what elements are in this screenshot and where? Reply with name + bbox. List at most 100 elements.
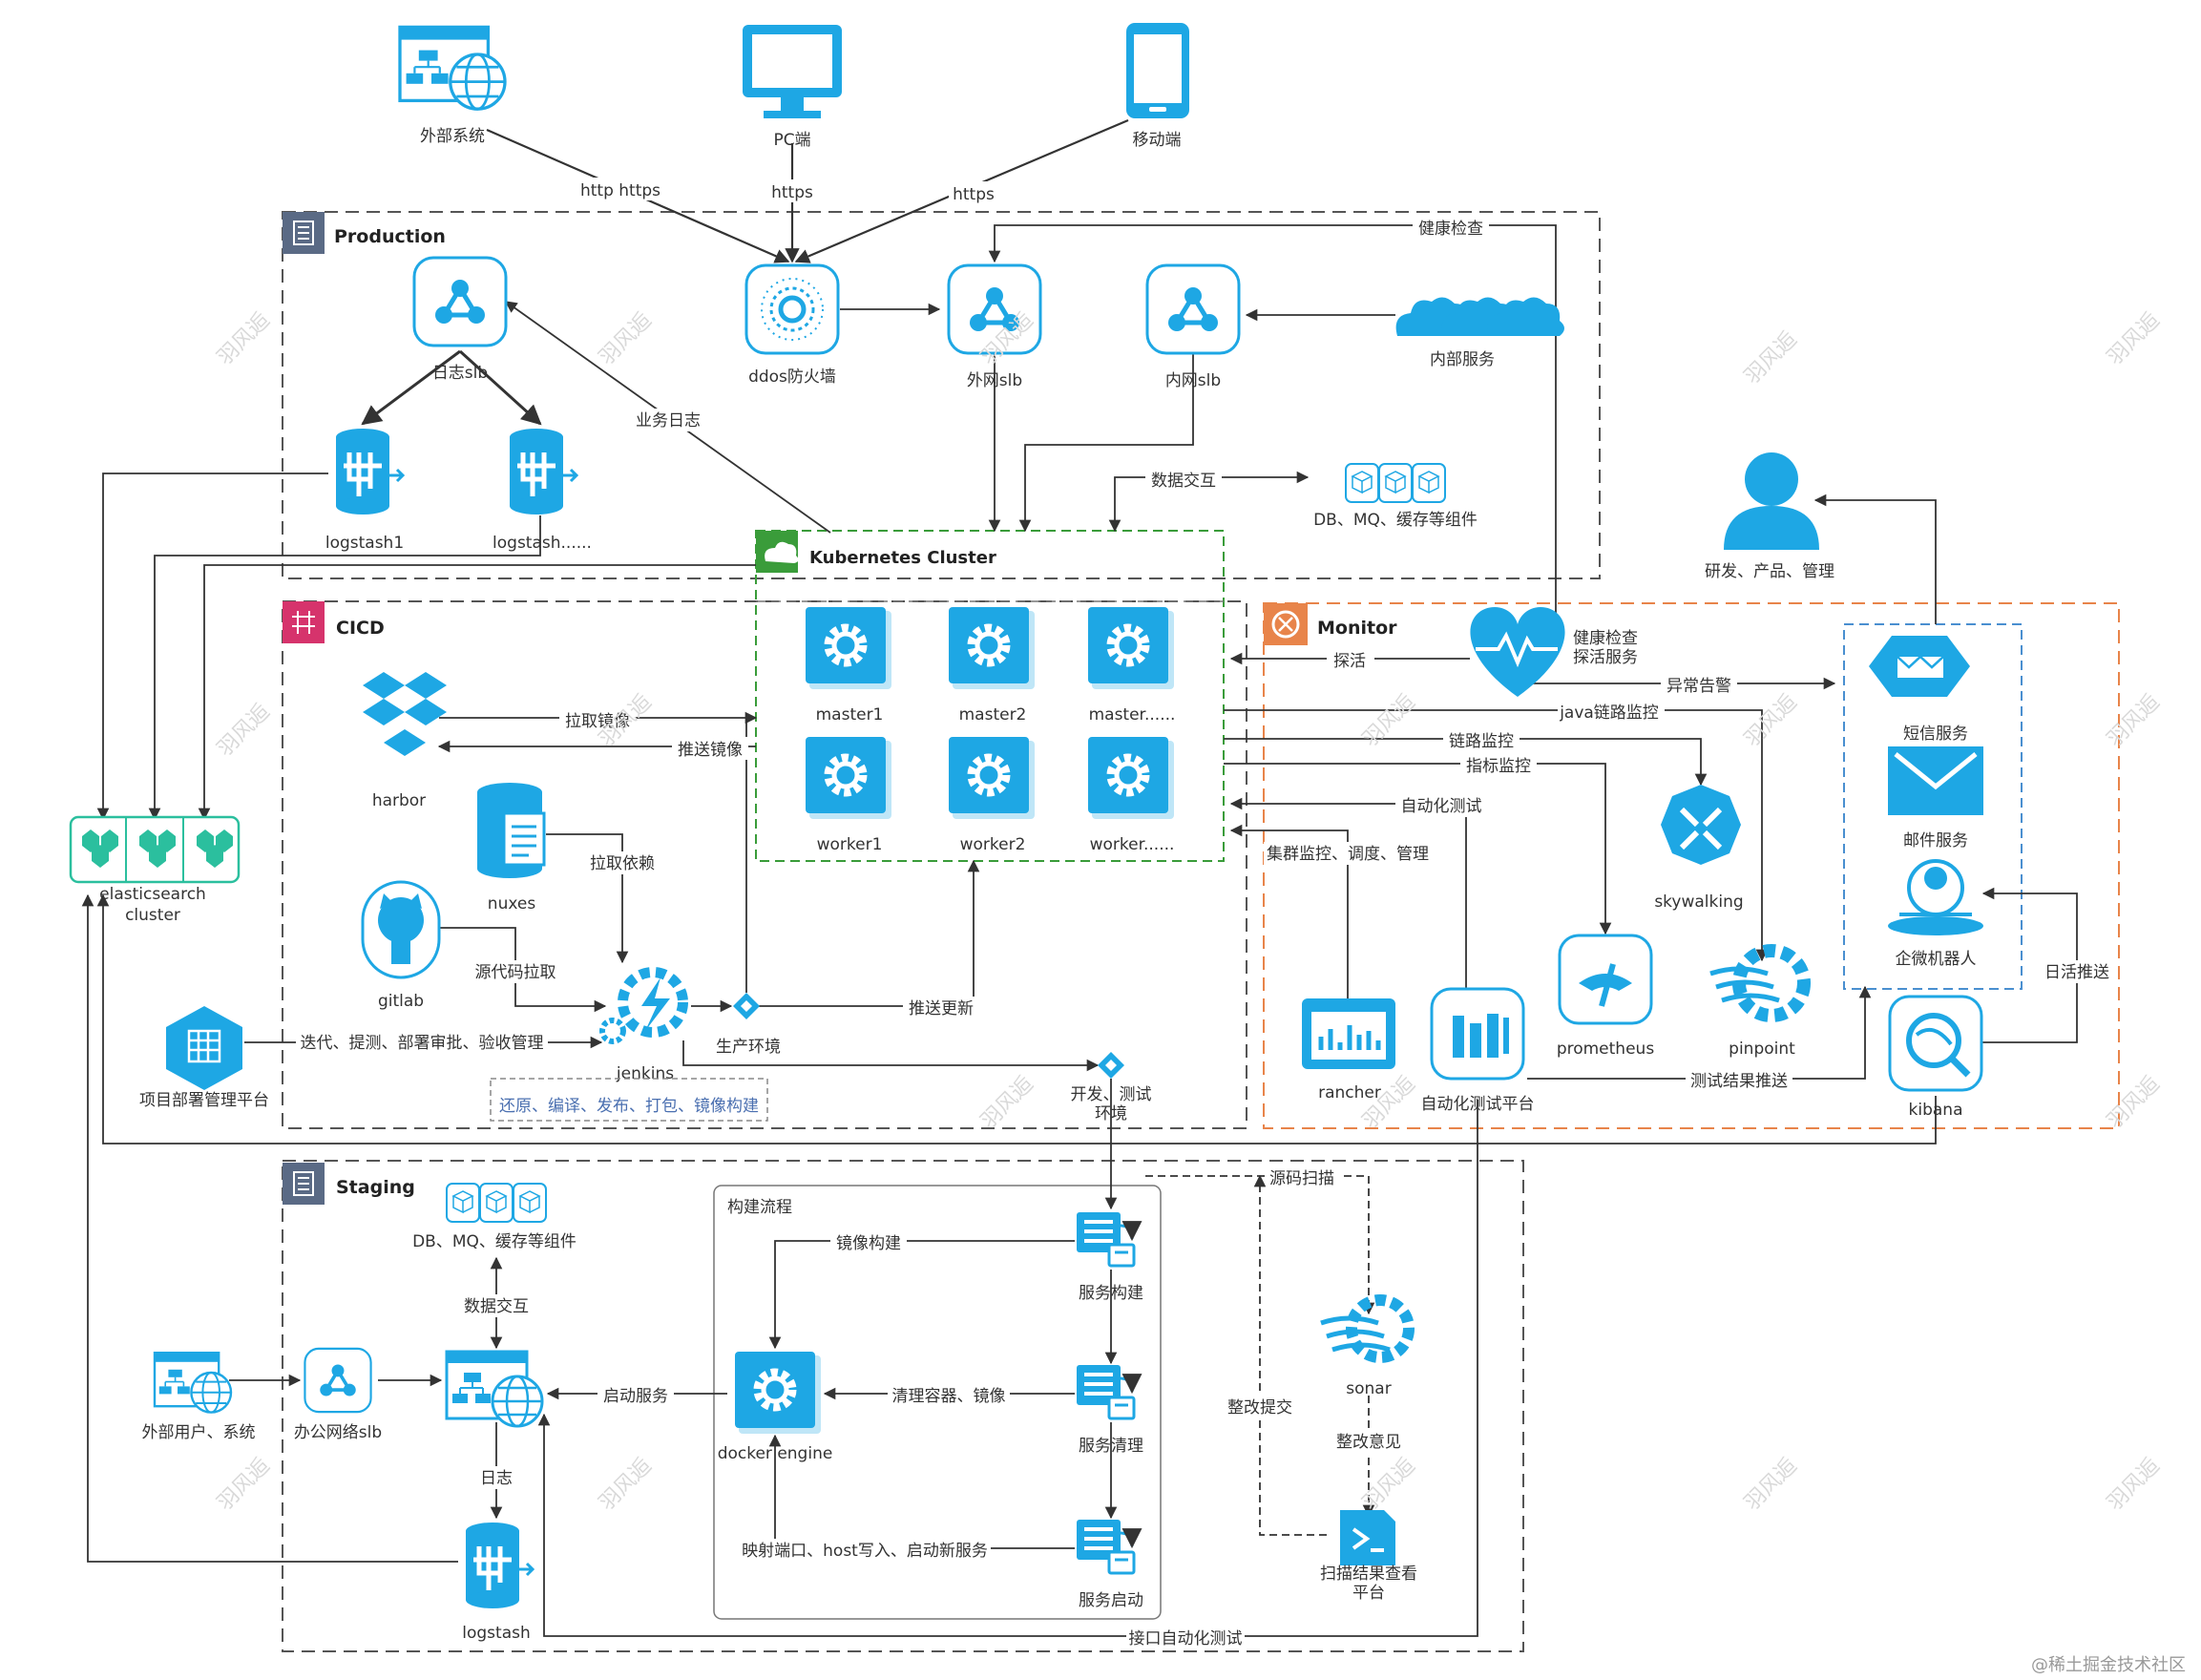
watermark-12: 羽风逅 bbox=[1358, 1072, 1419, 1133]
label-api-test: 接口自动化测试 bbox=[1129, 1629, 1243, 1648]
svc-build-icon[interactable] bbox=[1077, 1212, 1134, 1266]
worker2-icon[interactable] bbox=[949, 737, 1035, 819]
worker1-label: worker1 bbox=[817, 835, 883, 854]
label-stg-data-exchange: 数据交互 bbox=[464, 1297, 529, 1316]
int-slb-icon[interactable] bbox=[1147, 265, 1239, 353]
master2-icon[interactable] bbox=[949, 607, 1035, 689]
skywalking-label: skywalking bbox=[1654, 892, 1743, 912]
label-http-https: http https bbox=[580, 181, 660, 200]
sonar-icon[interactable] bbox=[1320, 1294, 1415, 1363]
watermark-16: 羽风逅 bbox=[1358, 1454, 1419, 1515]
elasticsearch-cluster-icon[interactable] bbox=[69, 815, 241, 884]
prometheus-label: prometheus bbox=[1557, 1040, 1655, 1059]
internal-service-cloud-icon[interactable] bbox=[1395, 297, 1564, 336]
jenkins-steps-label: 还原、编译、发布、打包、镜像构建 bbox=[499, 1097, 759, 1116]
deploy-platform-hex-icon[interactable] bbox=[166, 1006, 242, 1090]
docker-engine-icon[interactable] bbox=[735, 1352, 821, 1434]
devtest-env-icon[interactable] bbox=[1098, 1052, 1124, 1079]
office-slb-label: 办公网络slb bbox=[294, 1423, 382, 1442]
worker-more-icon[interactable] bbox=[1088, 737, 1174, 819]
worker-more-label: worker...... bbox=[1090, 835, 1175, 854]
watermark-15: 羽风逅 bbox=[595, 1454, 656, 1515]
k8s-label: Kubernetes Cluster bbox=[809, 548, 996, 568]
scan-platform-terminal-icon[interactable] bbox=[1340, 1510, 1395, 1565]
kibana-icon[interactable] bbox=[1888, 995, 1983, 1092]
ddos-firewall-icon[interactable] bbox=[744, 263, 840, 355]
group-build-flow: 构建流程 bbox=[713, 1185, 1162, 1620]
health-heart-icon[interactable] bbox=[1470, 607, 1565, 697]
mobile-label: 移动端 bbox=[1133, 131, 1182, 150]
master2-label: master2 bbox=[959, 705, 1027, 724]
label-pull-source: 源代码拉取 bbox=[475, 963, 556, 982]
wechat-bot-icon[interactable] bbox=[1888, 859, 1983, 935]
label-iteration: 迭代、提测、部署审批、验收管理 bbox=[301, 1034, 544, 1053]
prod-env-label: 生产环境 bbox=[716, 1038, 781, 1057]
label-image-build: 镜像构建 bbox=[836, 1234, 901, 1253]
kibana-label: kibana bbox=[1909, 1101, 1963, 1120]
label-pull-deps: 拉取依赖 bbox=[590, 854, 655, 873]
email-envelope-icon[interactable] bbox=[1888, 746, 1983, 815]
nuxes-repo-icon[interactable] bbox=[477, 783, 546, 878]
label-start-service: 启动服务 bbox=[603, 1387, 668, 1406]
build-flow-label: 构建流程 bbox=[727, 1198, 792, 1217]
prometheus-icon[interactable] bbox=[1558, 934, 1653, 1025]
label-alert: 异常告警 bbox=[1666, 677, 1731, 696]
watermark-9: 羽风逅 bbox=[1740, 690, 1801, 751]
ext-users-icon[interactable] bbox=[153, 1351, 233, 1414]
watermark-14: 羽风逅 bbox=[213, 1454, 274, 1515]
stg-logstash-icon[interactable] bbox=[466, 1522, 533, 1608]
label-metrics: 指标监控 bbox=[1466, 757, 1531, 776]
auto-test-platform-icon[interactable] bbox=[1430, 987, 1525, 1081]
office-slb-icon[interactable] bbox=[303, 1347, 373, 1414]
user-person-icon[interactable] bbox=[1724, 452, 1819, 550]
master-more-icon[interactable] bbox=[1088, 607, 1174, 689]
log-slb-icon[interactable] bbox=[414, 258, 506, 346]
stg-logstash-label: logstash bbox=[462, 1624, 531, 1643]
skywalking-icon[interactable] bbox=[1661, 785, 1741, 865]
label-pull-image: 拉取镜像 bbox=[565, 712, 630, 731]
group-staging: Staging bbox=[282, 1160, 1524, 1652]
label-probe: 探活 bbox=[1333, 652, 1366, 671]
svc-start-icon[interactable] bbox=[1077, 1520, 1134, 1573]
nodes: 外部系统 PC端 移动端 日志slb ddos防火墙 外网slb bbox=[69, 23, 1983, 1643]
label-push-image: 推送镜像 bbox=[678, 741, 743, 760]
harbor-dropbox-icon[interactable] bbox=[363, 672, 447, 756]
label-java-trace: java链路监控 bbox=[1559, 704, 1659, 723]
rancher-icon[interactable] bbox=[1302, 998, 1395, 1069]
group-cicd: CICD bbox=[282, 600, 1247, 1129]
gitlab-octocat-icon[interactable] bbox=[361, 880, 441, 979]
devtest-env-label: 开发、测试环境 bbox=[1071, 1085, 1152, 1124]
pinpoint-gear-icon[interactable] bbox=[1709, 944, 1811, 1022]
mobile-phone-icon[interactable] bbox=[1126, 23, 1189, 118]
jenkins-icon[interactable] bbox=[599, 967, 688, 1044]
worker1-icon[interactable] bbox=[806, 737, 891, 819]
external-system-icon[interactable] bbox=[398, 25, 507, 111]
logstash1-icon[interactable] bbox=[336, 429, 403, 514]
devtest-env-label-line1: 开发、测试 bbox=[1071, 1085, 1152, 1104]
pc-monitor-icon[interactable] bbox=[743, 25, 842, 118]
db-mq-label: DB、MQ、缓存等组件 bbox=[1313, 511, 1478, 530]
footer-credit: @稀土掘金技术社区 bbox=[2031, 1655, 2186, 1675]
stg-db-mq-label: DB、MQ、缓存等组件 bbox=[412, 1232, 576, 1251]
logstash-more-icon[interactable] bbox=[510, 429, 576, 514]
elasticsearch-label-line2: cluster bbox=[125, 906, 180, 925]
group-notify bbox=[1843, 623, 2023, 990]
external-system-label: 外部系统 bbox=[420, 127, 485, 146]
int-slb-label: 内网slb bbox=[1165, 371, 1221, 390]
nuxes-label: nuxes bbox=[488, 894, 536, 914]
master1-label: master1 bbox=[816, 705, 884, 724]
pinpoint-label: pinpoint bbox=[1729, 1040, 1795, 1059]
ext-slb-label: 外网slb bbox=[967, 371, 1022, 390]
staging-webapp-icon[interactable] bbox=[445, 1350, 544, 1428]
svc-clean-icon[interactable] bbox=[1077, 1365, 1134, 1418]
master1-icon[interactable] bbox=[806, 607, 891, 689]
label-stg-log: 日志 bbox=[480, 1469, 513, 1488]
watermark-17: 羽风逅 bbox=[1740, 1454, 1801, 1515]
prod-env-icon[interactable] bbox=[733, 993, 760, 1019]
stg-db-mq-cache-icon[interactable] bbox=[446, 1183, 547, 1223]
svc-clean-label: 服务清理 bbox=[1079, 1437, 1143, 1456]
watermark-8: 羽风逅 bbox=[1358, 690, 1419, 751]
db-mq-cache-icon[interactable] bbox=[1345, 463, 1446, 503]
label-code-scan: 源码扫描 bbox=[1269, 1169, 1334, 1188]
sms-service-icon[interactable] bbox=[1869, 636, 1970, 697]
